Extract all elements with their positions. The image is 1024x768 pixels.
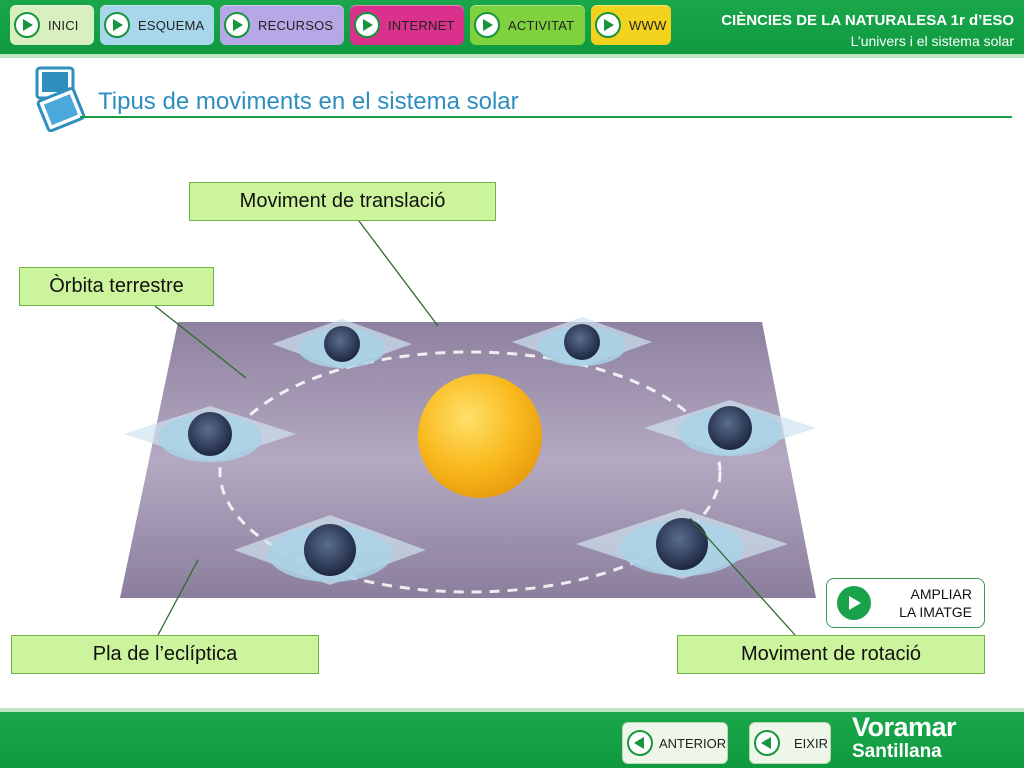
page-title: Tipus de moviments en el sistema solar — [98, 88, 519, 115]
solar-system-diagram — [120, 317, 816, 598]
label-moviment-rotacio: Moviment de rotació — [677, 635, 985, 674]
ampliar-line1: AMPLIAR — [910, 586, 972, 602]
bottom-bar — [0, 708, 1024, 768]
earth-positions — [124, 317, 816, 585]
publisher-logo: Voramar Santillana — [852, 712, 957, 763]
play-icon — [354, 12, 380, 38]
play-icon — [104, 12, 130, 38]
eixir-label: EIXIR — [794, 735, 828, 751]
earth-orbit — [218, 350, 722, 594]
nav-button-activitat[interactable]: ACTIVITAT — [470, 5, 585, 45]
nav-button-esquema[interactable]: ESQUEMA — [100, 5, 214, 45]
slides-icon — [35, 66, 86, 132]
play-icon — [14, 12, 40, 38]
nav-label: WWW — [629, 17, 667, 33]
label-orbita-terrestre: Òrbita terrestre — [19, 267, 214, 306]
play-icon — [224, 12, 250, 38]
nav-button-www[interactable]: WWW — [591, 5, 671, 45]
nav-button-recursos[interactable]: RECURSOS — [220, 5, 344, 45]
anterior-button[interactable]: ANTERIOR — [622, 722, 728, 764]
sun — [418, 374, 542, 498]
label-moviment-translacio: Moviment de translació — [189, 182, 496, 221]
brand-santillana: Santillana — [852, 741, 942, 762]
ampliar-line2: LA IMATGE — [899, 604, 972, 620]
nav-button-inici[interactable]: INICI — [10, 5, 94, 45]
nav-label: ESQUEMA — [138, 17, 205, 33]
back-arrow-icon — [627, 730, 653, 756]
play-icon — [474, 12, 500, 38]
course-title: CIÈNCIES DE LA NATURALESA 1r d’ESO — [721, 12, 1014, 29]
title-underline — [80, 116, 1012, 118]
ampliar-label: AMPLIAR LA IMATGE — [881, 585, 984, 621]
nav-button-internet[interactable]: INTERNET — [350, 5, 464, 45]
top-nav-bar: INICI ESQUEMA RECURSOS INTERNET ACTIVITA… — [0, 0, 1024, 58]
nav-label: INTERNET — [388, 17, 455, 33]
nav-label: INICI — [48, 17, 79, 33]
brand-voramar: Voramar — [852, 712, 957, 742]
unit-title: L’univers i el sistema solar — [850, 33, 1014, 49]
label-pla-ecliptica: Pla de l’eclíptica — [11, 635, 319, 674]
eixir-button[interactable]: EIXIR — [749, 722, 831, 764]
header-title: CIÈNCIES DE LA NATURALESA 1r d’ESO L’uni… — [721, 12, 1014, 49]
play-icon — [837, 586, 871, 620]
nav-label: ACTIVITAT — [508, 17, 575, 33]
nav-label: RECURSOS — [258, 17, 334, 33]
anterior-label: ANTERIOR — [659, 735, 727, 751]
back-arrow-icon — [754, 730, 780, 756]
ampliar-imatge-button[interactable]: AMPLIAR LA IMATGE — [826, 578, 985, 628]
play-icon — [595, 12, 621, 38]
